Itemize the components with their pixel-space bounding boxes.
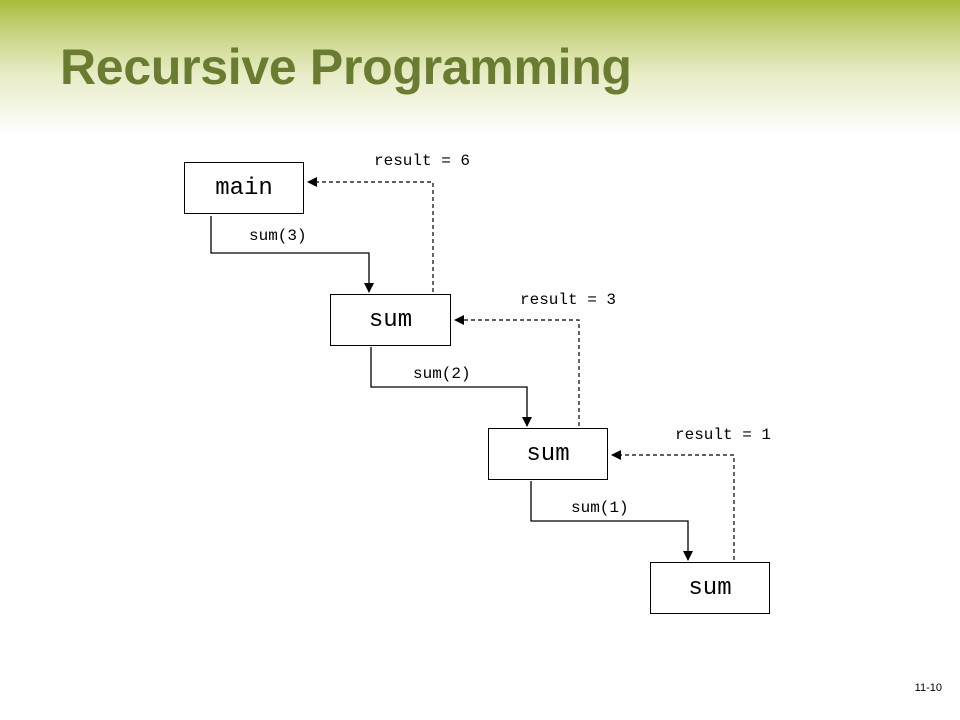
header-band xyxy=(0,0,960,135)
return-arrow-3 xyxy=(611,450,735,560)
slide-number: 11-10 xyxy=(914,682,942,694)
return-label-2: result = 3 xyxy=(520,291,617,309)
return-label-1: result = 6 xyxy=(374,152,471,170)
call-label-2: sum(2) xyxy=(413,365,471,383)
slide-title: Recursive Programming xyxy=(60,39,632,95)
return-arrow-1 xyxy=(307,177,434,292)
call-arrow-2 xyxy=(370,347,532,427)
call-arrow-3 xyxy=(530,481,693,561)
frame-sum-1: sum xyxy=(330,294,451,346)
frame-sum-2: sum xyxy=(488,428,608,480)
return-label-3: result = 1 xyxy=(675,426,772,444)
return-arrow-2 xyxy=(454,315,580,426)
call-arrow-1 xyxy=(210,216,374,293)
frame-sum-3: sum xyxy=(650,562,770,614)
frame-main: main xyxy=(184,162,304,214)
call-label-3: sum(1) xyxy=(571,499,629,517)
call-label-1: sum(3) xyxy=(249,227,307,245)
